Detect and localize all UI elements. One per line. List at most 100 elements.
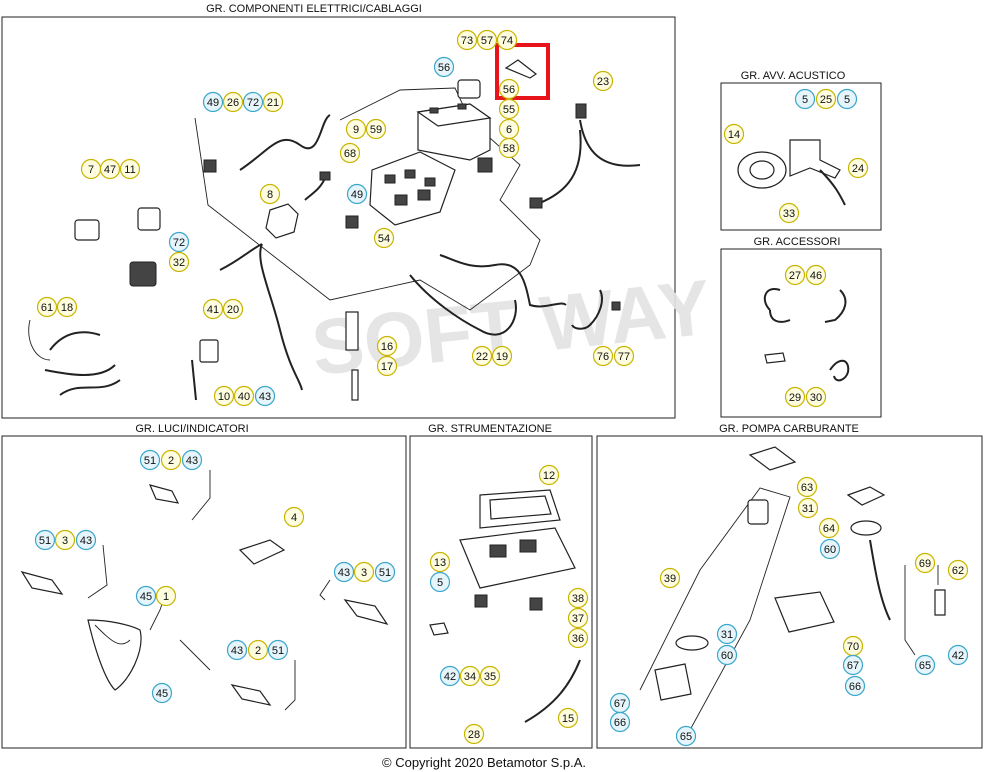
- callout-circle: [374, 561, 396, 583]
- callout-circle: [805, 386, 827, 408]
- panel-frame-componenti: [1, 16, 676, 419]
- callout-label: 68: [344, 148, 356, 160]
- callout-35: 35: [479, 665, 501, 687]
- callout-circle: [498, 137, 520, 159]
- callout-label: 66: [849, 681, 861, 693]
- callout-18: 18: [56, 296, 78, 318]
- callout-circle: [267, 639, 289, 661]
- callout-43: 43: [254, 385, 276, 407]
- callout-label: 13: [434, 557, 446, 569]
- callout-14: 14: [723, 123, 745, 145]
- copyright-text: © Copyright 2020 Betamotor S.p.A.: [382, 755, 586, 770]
- callout-label: 74: [501, 35, 513, 47]
- callout-label: 45: [156, 688, 168, 700]
- callout-circle: [373, 227, 395, 249]
- callout-label: 77: [618, 351, 630, 363]
- callout-label: 14: [728, 129, 740, 141]
- callout-circle: [56, 296, 78, 318]
- callout-circle: [345, 118, 367, 140]
- callout-circle: [947, 559, 969, 581]
- callout-circle: [914, 552, 936, 574]
- callout-label: 43: [338, 567, 350, 579]
- callout-label: 5: [802, 94, 808, 106]
- callout-23: 23: [592, 70, 614, 92]
- callout-circle: [54, 529, 76, 551]
- callout-24: 24: [847, 157, 869, 179]
- highlight-box: [495, 43, 550, 100]
- callout-43: 43: [181, 449, 203, 471]
- callout-70: 70: [842, 635, 864, 657]
- callout-51: 51: [34, 529, 56, 551]
- callout-63: 63: [796, 476, 818, 498]
- callout-circle: [99, 158, 121, 180]
- callout-label: 42: [952, 650, 964, 662]
- callout-label: 47: [104, 164, 116, 176]
- callout-circle: [168, 231, 190, 253]
- callout-circle: [471, 345, 493, 367]
- callout-label: 62: [952, 565, 964, 577]
- callout-66: 66: [609, 711, 631, 733]
- callout-72: 72: [242, 91, 264, 113]
- fuel-pump-drawings: [639, 446, 946, 731]
- callout-circle: [254, 385, 276, 407]
- callout-label: 37: [572, 613, 584, 625]
- callout-label: 51: [379, 567, 391, 579]
- callout-label: 55: [503, 104, 515, 116]
- callout-28: 28: [463, 723, 485, 745]
- callout-label: 17: [381, 361, 393, 373]
- callout-circle: [181, 449, 203, 471]
- callout-57: 57: [476, 29, 498, 51]
- callout-circle: [498, 98, 520, 120]
- callout-74: 74: [496, 29, 518, 51]
- callout-circle: [155, 585, 177, 607]
- callout-15: 15: [557, 707, 579, 729]
- callout-3: 3: [353, 561, 375, 583]
- callout-label: 39: [664, 573, 676, 585]
- callout-37: 37: [567, 607, 589, 629]
- accessories-drawings: [763, 288, 850, 382]
- callout-label: 28: [468, 729, 480, 741]
- callout-circle: [815, 88, 837, 110]
- callout-17: 17: [376, 355, 398, 377]
- callout-circle: [222, 91, 244, 113]
- callout-9: 9: [345, 118, 367, 140]
- callout-6: 6: [498, 118, 520, 140]
- callout-label: 69: [919, 558, 931, 570]
- panel-title-luci: GR. LUCI/INDICATORI: [135, 423, 248, 435]
- callout-2: 2: [247, 639, 269, 661]
- callout-label: 43: [231, 645, 243, 657]
- callout-label: 5: [437, 577, 443, 589]
- callout-label: 33: [783, 208, 795, 220]
- callout-31: 31: [797, 497, 819, 519]
- callout-label: 60: [721, 650, 733, 662]
- callout-circle: [538, 464, 560, 486]
- callout-circle: [716, 644, 738, 666]
- callout-45: 45: [151, 682, 173, 704]
- panel-title-strumentazione: GR. STRUMENTAZIONE: [428, 423, 552, 435]
- horn-drawings: [737, 139, 846, 206]
- callout-circle: [459, 665, 481, 687]
- callout-label: 65: [919, 660, 931, 672]
- callout-label: 34: [464, 671, 476, 683]
- callout-67: 67: [842, 654, 864, 676]
- fuse-box-part: [369, 151, 456, 226]
- callout-label: 64: [823, 523, 835, 535]
- callout-circle: [592, 70, 614, 92]
- callout-circle: [135, 585, 157, 607]
- callout-label: 35: [484, 671, 496, 683]
- callout-12: 12: [538, 464, 560, 486]
- lights-drawings: [20, 470, 389, 711]
- callout-circle: [119, 158, 141, 180]
- callout-label: 43: [80, 535, 92, 547]
- callout-label: 43: [259, 391, 271, 403]
- callout-label: 66: [614, 717, 626, 729]
- callout-circle: [778, 202, 800, 224]
- callout-circle: [429, 551, 451, 573]
- callout-label: 7: [88, 164, 94, 176]
- callout-circle: [842, 654, 864, 676]
- callout-76: 76: [592, 345, 614, 367]
- callout-60: 60: [716, 644, 738, 666]
- callout-circle: [784, 386, 806, 408]
- callout-72: 72: [168, 231, 190, 253]
